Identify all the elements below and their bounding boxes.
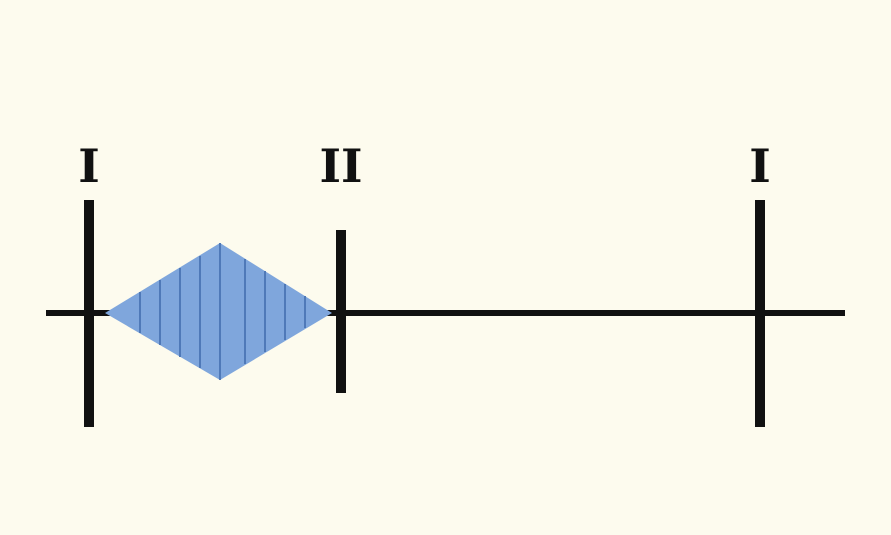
left-marker-label: I — [78, 139, 100, 193]
diamond-fill — [105, 243, 332, 380]
middle-marker-label: II — [319, 139, 362, 193]
right-marker-label: I — [749, 139, 771, 193]
diamond-shape — [105, 243, 332, 380]
